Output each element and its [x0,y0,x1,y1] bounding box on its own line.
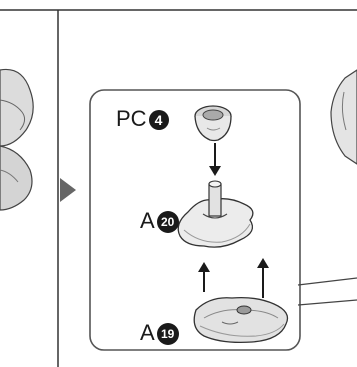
label-a19-prefix: A [140,320,155,345]
part-pc4 [194,105,232,142]
previous-step-part [0,68,34,211]
down-arrow-icon [209,143,221,176]
part-a20 [177,180,254,248]
label-a20-prefix: A [140,208,155,233]
up-arrow-icon [198,262,210,292]
up-arrow-icon-right [257,258,269,298]
label-pc4-number: 4 [148,110,169,131]
label-a20-number: 20 [156,211,179,234]
callout-line-lower [297,299,357,306]
label-pc4-prefix: PC [116,106,147,131]
label-a19-number: 19 [156,323,179,346]
callout-line-upper [297,277,357,286]
next-part-preview [330,69,357,165]
right-triangle-icon [60,178,76,202]
part-a19 [193,296,289,344]
